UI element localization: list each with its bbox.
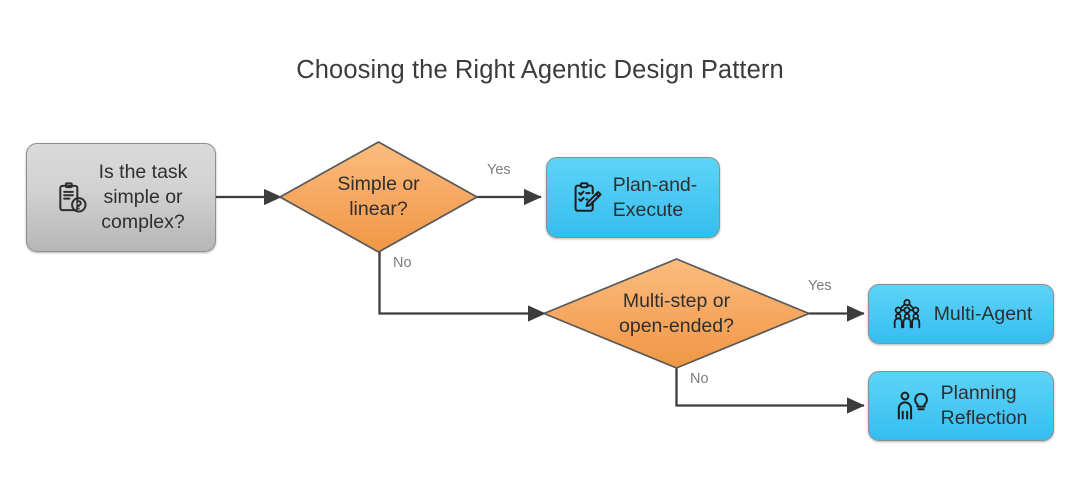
person-idea-icon	[895, 389, 931, 423]
edge-label-decision2-no: No	[690, 371, 709, 387]
node-start-label: Is the task simple or complex?	[98, 161, 188, 233]
node-decision-simple-linear[interactable]: Simple or linear?	[280, 142, 477, 252]
decision-simple-linear-shape[interactable]	[279, 141, 478, 253]
decision-multistep-openended-shape[interactable]	[543, 258, 810, 369]
clipboard-pencil-icon	[569, 181, 603, 215]
node-plan-and-execute-label: Plan-and- Execute	[612, 173, 698, 221]
node-multi-agent-label: Multi-Agent	[933, 302, 1033, 325]
node-plan-and-execute[interactable]: Plan-and- Execute	[546, 157, 720, 238]
edge-label-decision1-no: No	[393, 255, 412, 271]
page-title: Choosing the Right Agentic Design Patter…	[296, 56, 784, 84]
edge-label-decision2-yes: Yes	[808, 278, 832, 294]
node-decision-multistep-openended[interactable]: Multi-step or open-ended?	[544, 259, 809, 368]
edge-label-decision1-yes: Yes	[487, 162, 511, 178]
people-network-icon	[890, 297, 924, 331]
edge-decision2-no	[675, 359, 865, 414]
clipboard-question-icon	[55, 181, 89, 215]
node-multi-agent[interactable]: Multi-Agent	[868, 284, 1054, 344]
node-decision-simple-linear-label: Simple or linear?	[337, 173, 420, 220]
edge-decision1-no	[378, 244, 546, 322]
node-start[interactable]: Is the task simple or complex?	[26, 143, 216, 252]
node-decision-multistep-openended-label: Multi-step or open-ended?	[619, 289, 734, 337]
node-planning-reflection-label: Planning Reflection	[940, 382, 1028, 429]
node-planning-reflection[interactable]: Planning Reflection	[868, 371, 1054, 441]
